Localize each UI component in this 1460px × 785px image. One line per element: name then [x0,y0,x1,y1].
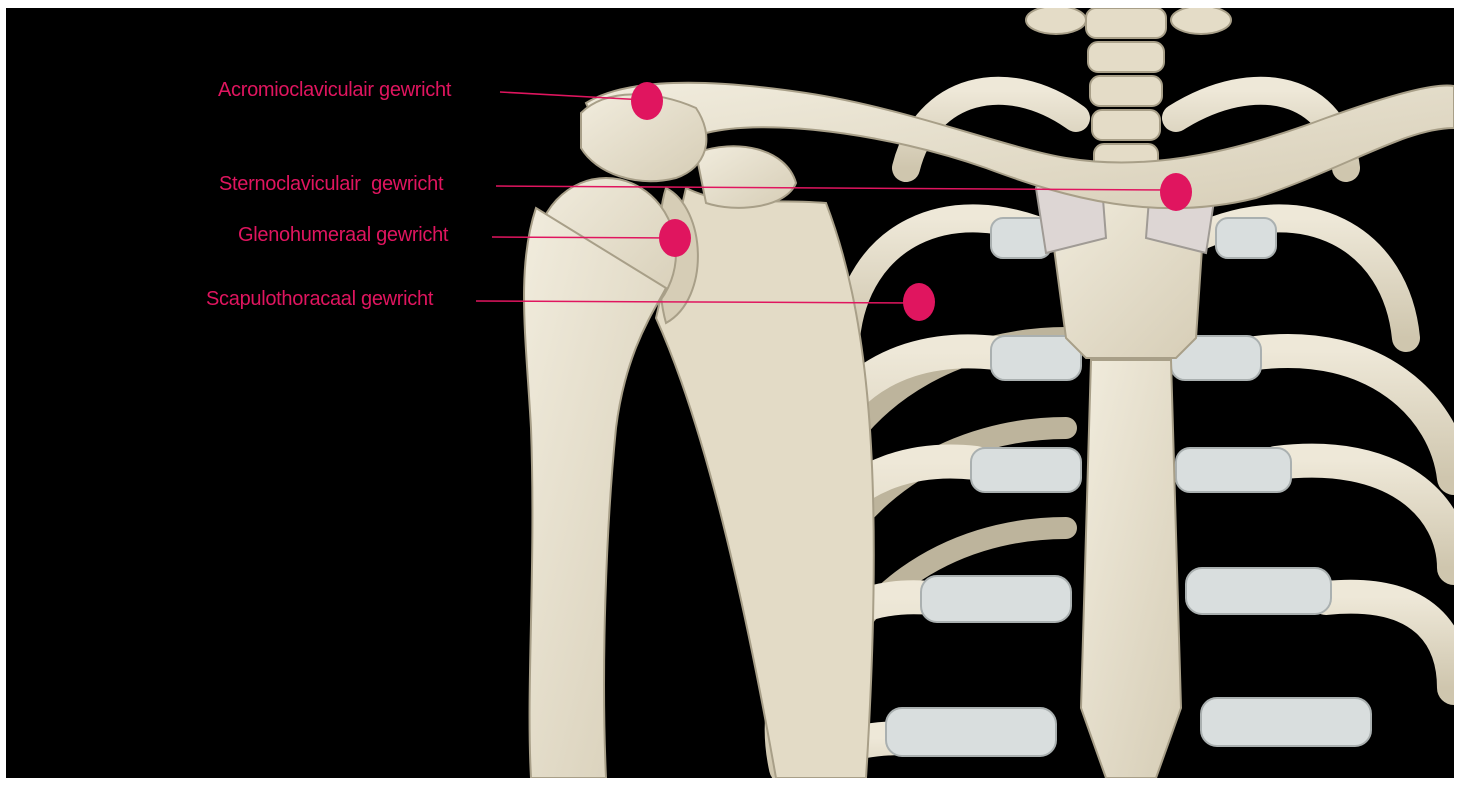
humerus [524,178,676,778]
leader-line-glenohumeraal [492,237,674,238]
label-acromioclaviculair: Acromioclaviculair gewricht [218,78,451,102]
marker-acromioclaviculair [631,82,663,120]
marker-scapulothoracaal [903,283,935,321]
label-glenohumeraal: Glenohumeraal gewricht [238,223,448,247]
label-sternoclaviculair: Sternoclaviculair gewricht [219,172,443,196]
anatomy-figure: Acromioclaviculair gewricht Sternoclavic… [6,8,1454,778]
shoulder-skeleton-illustration [6,8,1454,778]
label-scapulothoracaal: Scapulothoracaal gewricht [206,287,433,311]
marker-sternoclaviculair [1160,173,1192,211]
marker-glenohumeraal [659,219,691,257]
